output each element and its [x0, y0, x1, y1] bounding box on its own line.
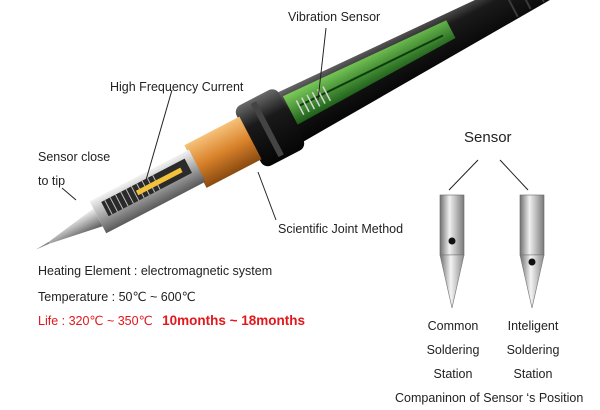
inteligent-station-label: Inteligent Soldering Station	[488, 314, 578, 386]
high-frequency-element	[135, 167, 183, 196]
soldering-iron	[35, 0, 584, 250]
spec-life-prefix: Life : 320℃ ~ 350℃	[38, 314, 153, 328]
label-sensor-close: Sensor close to tip	[38, 150, 110, 189]
common-sensor-dot	[448, 237, 456, 245]
common-line-2: Soldering	[426, 343, 480, 357]
collar	[235, 89, 305, 167]
sensor-comparison	[439, 159, 545, 309]
label-high-frequency-current: High Frequency Current	[110, 80, 244, 94]
label-sensor-close-line2: to tip	[38, 174, 66, 188]
sensor-arrow-left	[448, 159, 479, 191]
inteligent-line-2: Soldering	[506, 343, 560, 357]
label-sensor-close-line1: Sensor close	[38, 150, 111, 164]
common-station-label: Common Soldering Station	[408, 314, 498, 386]
sensor-arrow-right	[499, 159, 529, 191]
inteligent-sensor-dot	[528, 258, 536, 266]
common-line-3: Station	[433, 367, 473, 381]
inteligent-sensor-tip	[519, 194, 545, 309]
label-scientific-joint: Scientific Joint Method	[278, 222, 404, 236]
spec-heating-element: Heating Element : electromagnetic system	[38, 264, 273, 278]
tip	[48, 208, 103, 244]
handle	[271, 0, 584, 146]
spec-temperature: Temperature : 50℃ ~ 600℃	[38, 290, 196, 304]
sensor-title: Sensor	[464, 129, 512, 146]
common-sensor-tip	[439, 194, 465, 309]
orange-sleeve	[184, 116, 262, 188]
callout-lines	[61, 27, 327, 221]
green-cutaway	[282, 20, 456, 125]
spec-life-duration: 10months ~ 18months	[162, 313, 306, 328]
inteligent-line-1: Inteligent	[507, 319, 559, 333]
common-line-1: Common	[427, 319, 479, 333]
grip-ridges	[502, 0, 545, 18]
sensor-caption: Companinon of Sensor ‘s Position	[395, 391, 584, 405]
inteligent-line-3: Station	[513, 367, 553, 381]
label-vibration-sensor: Vibration Sensor	[288, 10, 381, 24]
spec-life: Life : 320℃ ~ 350℃ 10months ~ 18months	[38, 313, 305, 328]
